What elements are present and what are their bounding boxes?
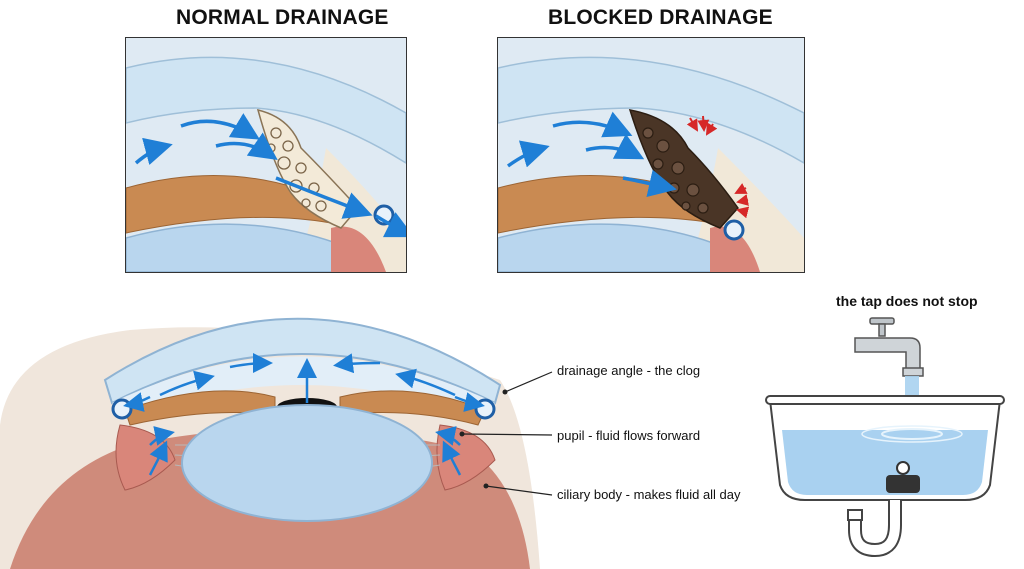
normal-drainage-panel: [125, 37, 407, 273]
tap-title: the tap does not stop: [836, 293, 978, 309]
sink-water: [782, 430, 988, 495]
drainage-canal-left: [111, 398, 133, 420]
sink-illustration: [765, 317, 1005, 558]
faucet-icon: [854, 317, 924, 377]
normal-drainage-illustration: [126, 38, 406, 272]
ciliary-body: [331, 226, 386, 272]
drain-plug-icon: [886, 461, 920, 493]
blocked-drainage-illustration: [498, 38, 804, 272]
normal-drainage-title: NORMAL DRAINAGE: [176, 6, 389, 29]
ripple: [861, 425, 963, 443]
drain-pipe-inner: [850, 500, 900, 556]
cornea: [103, 317, 502, 405]
callout-pupil: pupil - fluid flows forward: [557, 428, 701, 443]
blocked-drainage-title: BLOCKED DRAINAGE: [548, 6, 773, 29]
ripple: [881, 428, 943, 440]
pressure-arrows: [686, 115, 750, 219]
drainage-canal-right: [474, 398, 496, 420]
pipe-joint: [847, 509, 863, 521]
flow-arrows: [506, 111, 677, 197]
blocked-drainage-panel: [497, 37, 805, 273]
lens: [181, 404, 433, 522]
eye-cross-section: [0, 317, 553, 569]
callout-dots: [459, 389, 508, 489]
cornea: [498, 56, 804, 164]
flow-arrows: [123, 353, 485, 476]
ciliary-body: [710, 226, 760, 272]
cornea: [126, 56, 406, 164]
callout-lines: [461, 371, 553, 496]
sink-rim: [765, 395, 1005, 405]
schlemms-canal: [723, 219, 745, 241]
callout-drainage-angle: drainage angle - the clog: [557, 363, 701, 378]
callout-ciliary-body: ciliary body - makes fluid all day: [557, 487, 741, 502]
flow-arrows: [134, 113, 406, 238]
